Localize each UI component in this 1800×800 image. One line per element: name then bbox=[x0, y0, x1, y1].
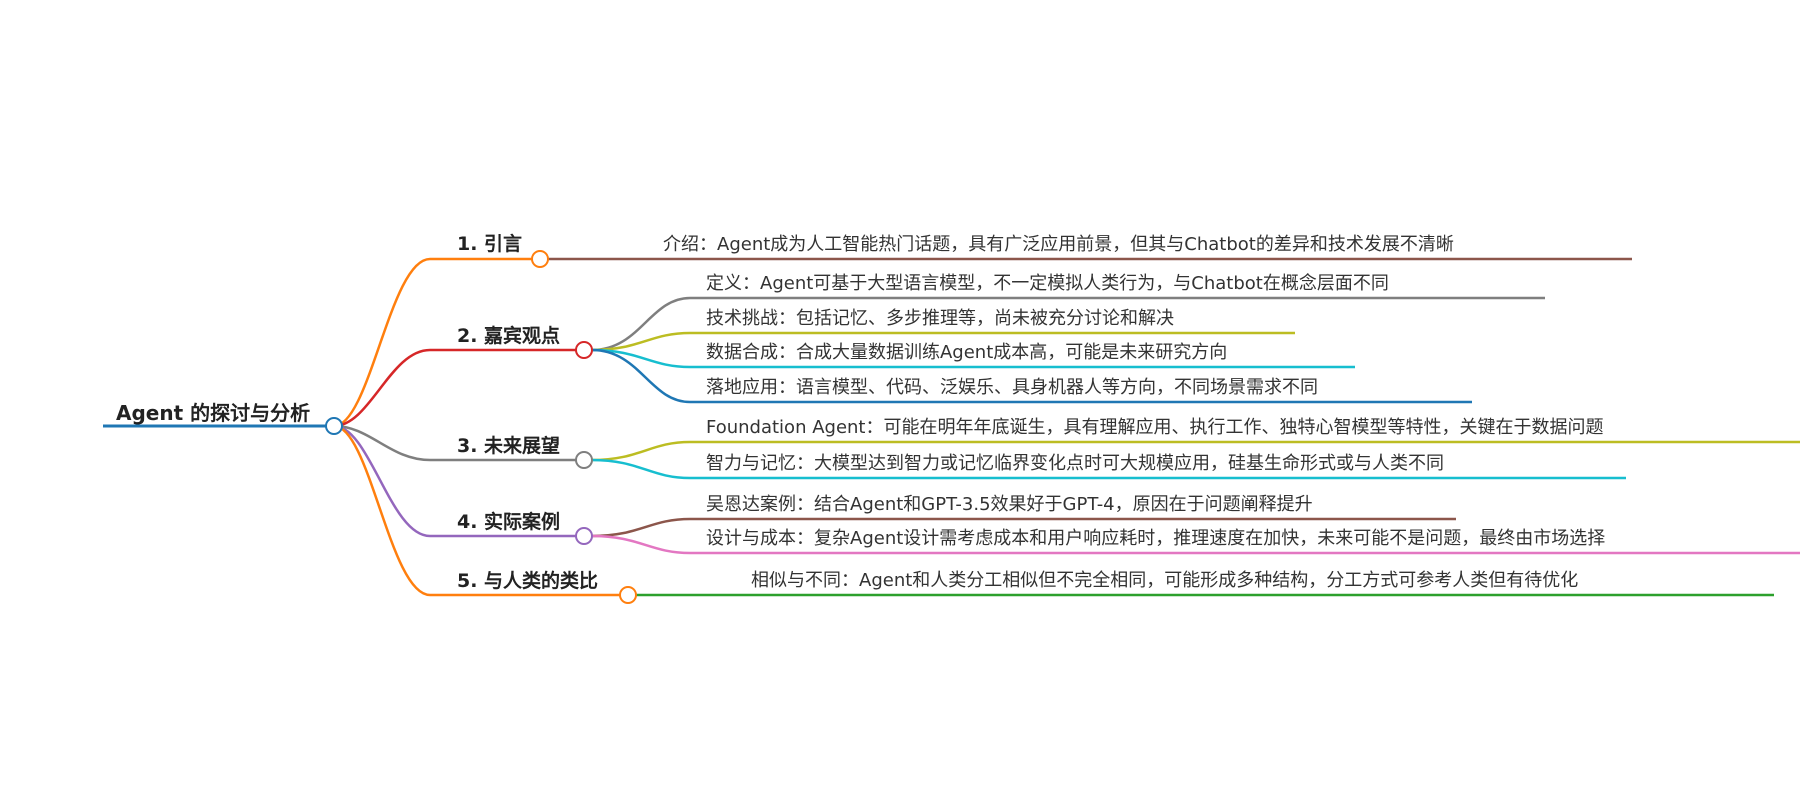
leaf-node[interactable]: 智力与记忆：大模型达到智力或记忆临界变化点时可大规模应用，硅基生命形式或与人类不… bbox=[706, 453, 1444, 474]
branch-5-collapse-toggle[interactable] bbox=[619, 586, 637, 604]
leaf-node[interactable]: 相似与不同：Agent和人类分工相似但不完全相同，可能形成多种结构，分工方式可参… bbox=[751, 570, 1579, 591]
root-node[interactable]: Agent 的探讨与分析 bbox=[116, 401, 311, 425]
branch-node-intro[interactable]: 1. 引言 bbox=[457, 233, 523, 255]
connector-branch-5 bbox=[333, 424, 620, 597]
connector-branch-3 bbox=[333, 424, 576, 462]
branch-3-collapse-toggle[interactable] bbox=[575, 451, 593, 469]
branch-node-human-analogy[interactable]: 5. 与人类的类比 bbox=[457, 570, 599, 592]
leaf-node[interactable]: 介绍：Agent成为人工智能热门话题，具有广泛应用前景，但其与Chatbot的差… bbox=[663, 234, 1454, 255]
branch-node-outlook[interactable]: 3. 未来展望 bbox=[457, 435, 561, 457]
leaf-node[interactable]: 落地应用：语言模型、代码、泛娱乐、具身机器人等方向，不同场景需求不同 bbox=[706, 377, 1318, 398]
leaf-node[interactable]: 定义：Agent可基于大型语言模型，不一定模拟人类行为，与Chatbot在概念层… bbox=[706, 273, 1389, 294]
branch-2-collapse-toggle[interactable] bbox=[575, 341, 593, 359]
connector-branch-1 bbox=[333, 257, 532, 428]
connector-leaf-2-3 bbox=[591, 348, 1355, 369]
connector-leaf-4-1 bbox=[591, 517, 1456, 538]
branch-node-cases[interactable]: 4. 实际案例 bbox=[457, 511, 561, 533]
branch-4-collapse-toggle[interactable] bbox=[575, 527, 593, 545]
connector-branch-2 bbox=[333, 348, 576, 428]
root-collapse-toggle[interactable] bbox=[325, 417, 343, 435]
connector-leaf-2-1 bbox=[591, 296, 1545, 352]
leaf-node[interactable]: Foundation Agent：可能在明年年底诞生，具有理解应用、执行工作、独… bbox=[706, 417, 1604, 438]
connector-leaf-4-2 bbox=[591, 534, 1800, 555]
branch-node-guest-views[interactable]: 2. 嘉宾观点 bbox=[457, 325, 561, 347]
leaf-node[interactable]: 设计与成本：复杂Agent设计需考虑成本和用户响应耗时，推理速度在加快，未来可能… bbox=[706, 528, 1606, 549]
connector-leaf-3-1 bbox=[591, 440, 1800, 462]
connector-leaf-2-4 bbox=[591, 348, 1472, 404]
branch-1-collapse-toggle[interactable] bbox=[531, 250, 549, 268]
connector-leaf-3-2 bbox=[591, 458, 1626, 480]
connector-leaf-2-2 bbox=[591, 331, 1295, 352]
connector-branch-4 bbox=[333, 424, 576, 538]
leaf-node[interactable]: 吴恩达案例：结合Agent和GPT-3.5效果好于GPT-4，原因在于问题阐释提… bbox=[706, 494, 1313, 515]
leaf-node[interactable]: 技术挑战：包括记忆、多步推理等，尚未被充分讨论和解决 bbox=[706, 308, 1174, 329]
leaf-node[interactable]: 数据合成：合成大量数据训练Agent成本高，可能是未来研究方向 bbox=[706, 342, 1228, 363]
